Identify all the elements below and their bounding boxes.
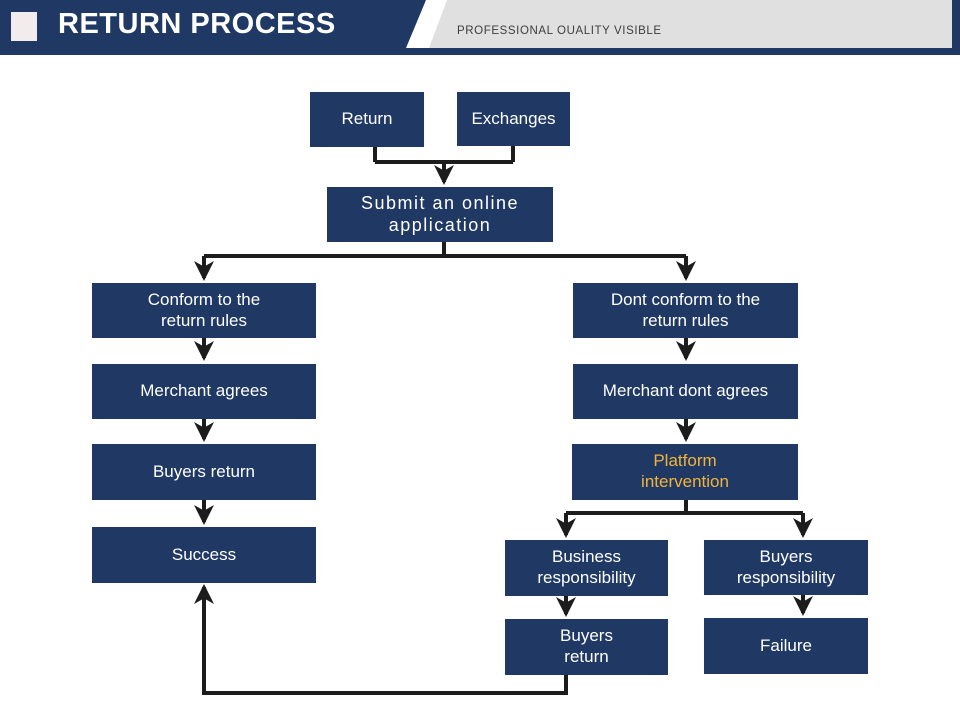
node-submit-application: Submit an online application bbox=[327, 187, 553, 242]
node-buyers-return: Buyers return bbox=[92, 444, 316, 500]
header-bar: RETURN PROCESS PROFESSIONAL OUALITY VISI… bbox=[0, 0, 960, 55]
header-bottom-band bbox=[0, 48, 960, 55]
title-marker-square-icon bbox=[11, 12, 37, 41]
header-ribbon-shape bbox=[429, 0, 952, 48]
node-merchant-agrees: Merchant agrees bbox=[92, 364, 316, 419]
node-platform-intervention: Platform intervention bbox=[572, 444, 798, 500]
node-conform-to-rules: Conform to the return rules bbox=[92, 283, 316, 338]
node-exchanges: Exchanges bbox=[457, 92, 570, 146]
slide-title: RETURN PROCESS bbox=[58, 8, 336, 40]
node-failure: Failure bbox=[704, 618, 868, 674]
node-success: Success bbox=[92, 527, 316, 583]
header-right-strip bbox=[952, 0, 960, 48]
node-business-responsibility: Business responsibility bbox=[505, 540, 668, 596]
edge-buyersreturn-to-success-loop bbox=[194, 584, 568, 695]
slide-subtitle: PROFESSIONAL OUALITY VISIBLE bbox=[457, 25, 662, 37]
node-merchant-dont-agrees: Merchant dont agrees bbox=[573, 364, 798, 419]
header-navy-shape bbox=[0, 0, 426, 48]
node-dont-conform-to-rules: Dont conform to the return rules bbox=[573, 283, 798, 338]
node-buyers-responsibility: Buyers responsibility bbox=[704, 540, 868, 595]
node-buyers-return-bottom: Buyers return bbox=[505, 619, 668, 675]
node-return: Return bbox=[310, 92, 424, 147]
